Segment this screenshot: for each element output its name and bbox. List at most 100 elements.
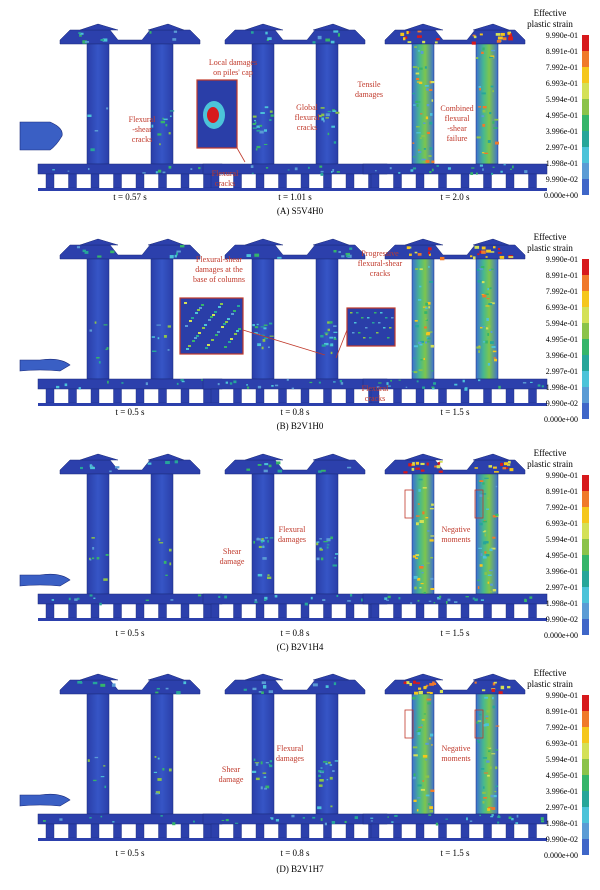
damage-mark: [413, 104, 416, 106]
damage-mark: [434, 465, 439, 468]
legend-value: 9.990e-01: [546, 691, 578, 700]
damage-mark: [321, 344, 326, 347]
damage-mark: [486, 317, 489, 321]
damage-mark: [320, 818, 323, 821]
damage-mark: [406, 31, 409, 35]
damage-mark: [67, 170, 70, 172]
damage-mark: [487, 774, 490, 777]
damage-mark: [68, 597, 71, 601]
damage-mark: [419, 343, 423, 346]
damage-mark: [376, 386, 380, 388]
svg-text:-shear: -shear: [132, 125, 152, 134]
legend-swatch: [582, 115, 589, 131]
svg-text:-shear: -shear: [447, 124, 467, 133]
damage-mark: [151, 350, 157, 353]
damage-mark: [430, 81, 435, 84]
legend-value: 6.993e-01: [546, 519, 578, 528]
damage-mark: [495, 785, 499, 788]
impacting-vessel: [19, 121, 63, 151]
damage-mark: [105, 553, 109, 556]
damage-mark: [489, 287, 492, 290]
legend-title: plastic strain: [527, 679, 573, 689]
column-left: [86, 43, 110, 165]
time-label: t = 0.5 s: [115, 848, 145, 858]
damage-mark: [413, 575, 418, 579]
damage-mark: [482, 326, 486, 328]
pier-cap: [224, 459, 366, 475]
pile-base: [363, 618, 547, 621]
damage-mark: [263, 327, 267, 330]
pile: [483, 603, 492, 619]
time-label: t = 1.5 s: [440, 407, 470, 417]
pile: [393, 823, 402, 839]
damage-mark: [472, 256, 476, 260]
svg-text:Flexural: Flexural: [277, 744, 304, 753]
damage-mark: [347, 466, 352, 469]
damage-mark: [416, 104, 419, 107]
damage-mark: [414, 586, 417, 590]
pile-base: [203, 618, 387, 621]
pile: [393, 603, 402, 619]
damage-mark: [332, 564, 337, 567]
damage-mark: [481, 493, 487, 495]
pile-base: [203, 838, 387, 841]
damage-mark: [489, 112, 492, 115]
damage-mark: [176, 382, 179, 385]
damage-mark: [236, 330, 239, 332]
damage-mark: [220, 303, 223, 305]
damage-mark: [312, 816, 316, 819]
damage-mark: [491, 688, 496, 693]
cap-bracket: [404, 673, 510, 681]
damage-mark: [435, 38, 440, 41]
damage-mark: [410, 169, 414, 172]
damage-mark: [495, 513, 499, 516]
legend-value: 5.994e-01: [546, 319, 578, 328]
damage-mark: [234, 333, 237, 335]
damage-mark: [96, 356, 100, 359]
damage-mark: [363, 337, 366, 339]
damage-mark: [416, 35, 422, 38]
pile: [300, 823, 310, 839]
damage-mark: [524, 599, 527, 603]
damage-mark: [102, 38, 108, 42]
legend-swatch: [582, 759, 589, 775]
damage-mark: [431, 168, 434, 172]
damage-mark: [430, 577, 434, 580]
damage-mark: [410, 602, 413, 604]
damage-mark: [494, 358, 498, 362]
damage-mark: [494, 471, 499, 473]
damage-mark: [502, 467, 507, 470]
damage-mark: [112, 821, 115, 823]
svg-text:cracks: cracks: [365, 394, 385, 403]
damage-mark: [350, 312, 353, 314]
damage-mark: [169, 562, 172, 566]
damage-mark: [478, 106, 482, 108]
damage-mark: [485, 554, 490, 557]
damage-mark: [172, 38, 177, 41]
damage-mark: [416, 126, 420, 128]
damage-mark: [323, 761, 328, 763]
damage-mark: [491, 753, 496, 755]
damage-mark: [89, 464, 93, 468]
damage-mark: [420, 582, 424, 585]
damage-mark: [268, 464, 272, 468]
damage-mark: [530, 381, 533, 383]
column-right: [315, 693, 339, 815]
time-label: t = 0.5 s: [115, 628, 145, 638]
damage-mark: [94, 756, 99, 759]
damage-mark: [407, 41, 412, 44]
damage-mark: [259, 124, 263, 127]
damage-mark: [491, 807, 496, 810]
damage-mark: [484, 551, 487, 554]
damage-mark: [173, 30, 178, 33]
damage-mark: [491, 814, 494, 816]
damage-mark: [79, 35, 82, 37]
pile: [528, 823, 537, 839]
damage-mark: [258, 691, 262, 693]
damage-mark: [424, 311, 428, 314]
pile: [460, 388, 470, 404]
annotation-negative-moments: Negative moments: [441, 744, 471, 763]
legend-value: 9.990e-02: [546, 615, 578, 624]
damage-mark: [496, 39, 501, 43]
pile: [158, 388, 167, 404]
